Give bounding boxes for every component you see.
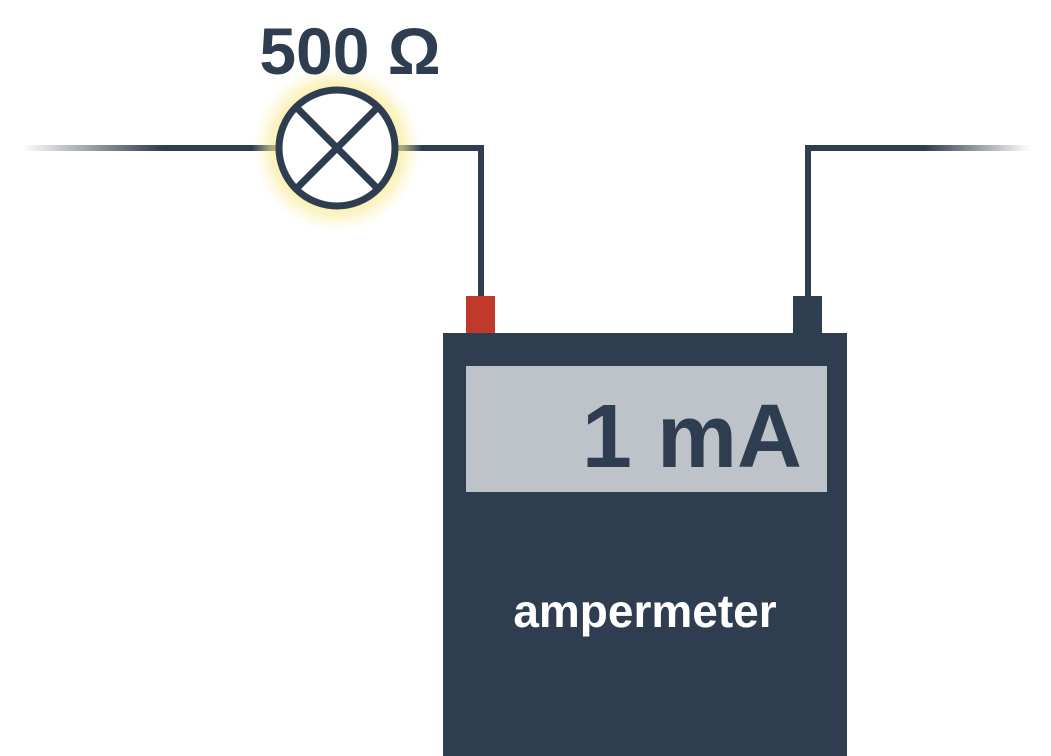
ampermeter-display <box>466 366 827 492</box>
ampermeter-reading: 1 mA <box>582 387 802 487</box>
positive-terminal <box>466 296 495 334</box>
lamp-resistance-label: 500 Ω <box>259 14 440 88</box>
lamp-to-meter-wire <box>396 145 484 298</box>
negative-terminal <box>793 296 822 334</box>
left-input-wire <box>22 145 278 151</box>
ampermeter-label: ampermeter <box>513 585 776 637</box>
right-output-wire <box>838 145 1030 151</box>
meter-to-right-wire <box>805 145 840 298</box>
lamp-icon <box>275 86 399 210</box>
